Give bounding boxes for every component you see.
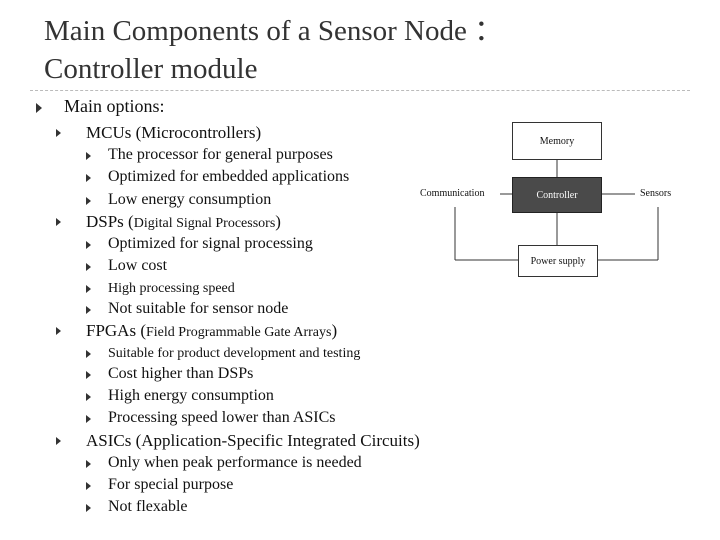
diagram-connectors [454, 157, 659, 261]
list-item-text: FPGAs (Field Programmable Gate Arrays) [86, 321, 338, 340]
list-item-text: For special purpose [108, 476, 234, 493]
triangle-bullet-icon [56, 129, 61, 137]
controller-label: Controller [536, 189, 578, 201]
title-line-2: Controller module [44, 53, 258, 85]
list-item-text: Not flexable [108, 498, 188, 515]
triangle-bullet-icon [86, 197, 91, 205]
triangle-bullet-icon [86, 174, 91, 182]
list-item-text: DSPs (Digital Signal Processors) [86, 212, 281, 231]
list-item-text: Main options: [64, 96, 165, 116]
list-item-text: Optimized for embedded applications [108, 168, 350, 185]
triangle-bullet-icon [36, 103, 42, 113]
triangle-bullet-icon [86, 460, 91, 468]
triangle-bullet-icon [86, 263, 91, 271]
list-item-text: Not suitable for sensor node [108, 300, 289, 317]
triangle-bullet-icon [86, 415, 91, 423]
sensors-label: Sensors [640, 188, 672, 199]
list-item-text: MCUs (Microcontrollers) [86, 123, 262, 142]
triangle-bullet-icon [56, 218, 61, 226]
list-item-text: Low cost [108, 257, 168, 274]
title-line-1: Main Components of a Sensor Node ： [44, 15, 504, 47]
communication-label: Communication [420, 188, 485, 199]
list-item-text: ASICs (Application-Specific Integrated C… [86, 431, 420, 450]
triangle-bullet-icon [86, 241, 91, 249]
triangle-bullet-icon [56, 437, 61, 445]
triangle-bullet-icon [86, 350, 91, 358]
triangle-bullet-icon [86, 152, 91, 160]
list-item-text: Cost higher than DSPs [108, 365, 254, 382]
triangle-bullet-icon [86, 504, 91, 512]
controller-box: Controller [512, 177, 602, 213]
list-item-text: Suitable for product development and tes… [108, 346, 361, 361]
triangle-bullet-icon [86, 393, 91, 401]
slide-title: Main Components of a Sensor Node ： Contr… [44, 12, 503, 88]
memory-label: Memory [539, 135, 575, 147]
triangle-bullet-icon [86, 306, 91, 314]
list-item-text: Low energy consumption [108, 191, 272, 208]
list-item-text: Processing speed lower than ASICs [108, 409, 336, 426]
list-item-text: High processing speed [108, 281, 235, 296]
list-item-text: Optimized for signal processing [108, 235, 313, 252]
triangle-bullet-icon [86, 285, 91, 293]
list-item-text: The processor for general purposes [108, 146, 333, 163]
power-supply-box: Power supply [518, 245, 598, 277]
power-supply-label: Power supply [530, 255, 586, 267]
sensor-node-diagram: Memory Communication Controller Sensors … [410, 115, 710, 285]
triangle-bullet-icon [86, 371, 91, 379]
memory-box: Memory [512, 122, 602, 160]
list-item-text: High energy consumption [108, 387, 274, 404]
title-divider [30, 90, 690, 91]
triangle-bullet-icon [56, 327, 61, 335]
list-item-text: Only when peak performance is needed [108, 454, 362, 471]
triangle-bullet-icon [86, 482, 91, 490]
